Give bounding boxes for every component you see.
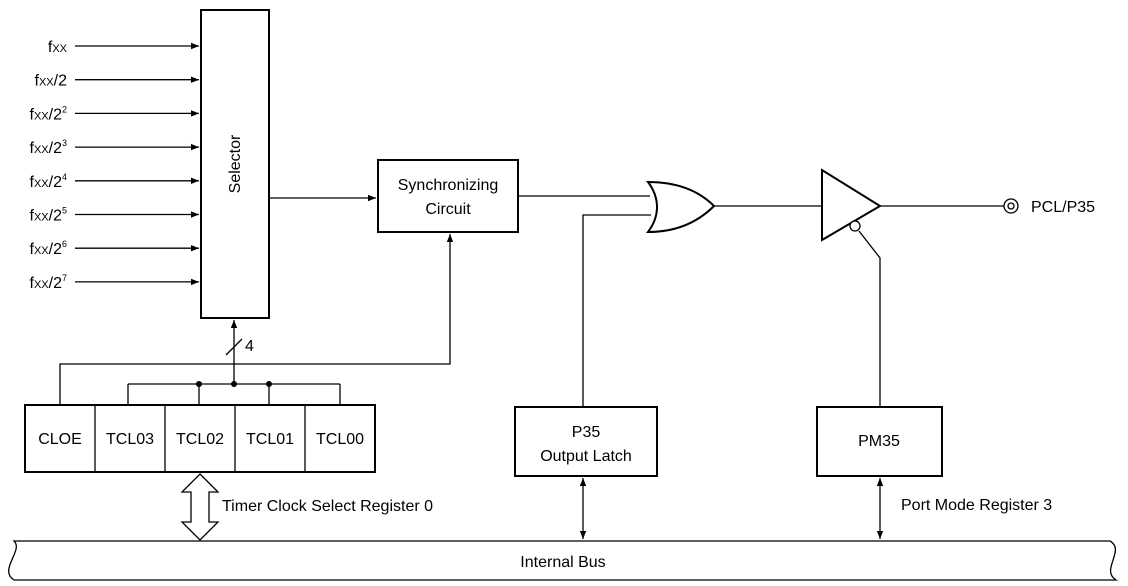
clock-inputs: fXX fXX/2 fXX/22 fXX/23 fXX/24 fXX/25 fXX/26 fX… <box>30 39 199 292</box>
enable-bubble <box>849 220 861 232</box>
register-bus-arrow <box>180 473 220 541</box>
clock-input-label: fXX/2 <box>35 73 68 90</box>
clock-input-7: fXX/27 <box>30 273 199 292</box>
internal-bus-label: Internal Bus <box>520 554 605 571</box>
clock-input-label: fXX/26 <box>30 239 68 258</box>
clock-input-label: fXX/24 <box>30 172 68 191</box>
pm35-to-enable-line <box>858 230 881 407</box>
clock-input-3: fXX/23 <box>30 138 199 157</box>
timer-register-label: Timer Clock Select Register 0 <box>222 498 433 515</box>
clock-input-2: fXX/22 <box>30 104 199 123</box>
clock-input-label: fXX/27 <box>30 273 68 292</box>
port-mode-register-label: Port Mode Register 3 <box>901 497 1052 514</box>
sync-label-line2: Circuit <box>425 201 471 218</box>
clock-input-label: fXX/22 <box>30 104 68 123</box>
cloe-to-sync-arrow <box>59 234 454 405</box>
selector-label: Selector <box>227 134 244 193</box>
register-box <box>24 404 376 473</box>
clock-input-5: fXX/25 <box>30 206 199 225</box>
clock-input-label: fXX/25 <box>30 206 68 225</box>
output-pin-label: PCL/P35 <box>1031 199 1095 216</box>
or-gate <box>646 180 716 234</box>
output-latch-box <box>514 406 658 477</box>
sync-circuit-box <box>377 159 519 233</box>
junction-dot-3 <box>266 381 272 387</box>
latch-to-or-line <box>582 214 651 407</box>
register-cell-cloe: CLOE <box>38 431 82 448</box>
clock-input-label: fXX/23 <box>30 138 68 157</box>
clock-input-1: fXX/2 <box>35 73 199 90</box>
selector-box <box>200 9 270 319</box>
register-cells: CLOE TCL03 TCL02 TCL01 TCL00 <box>38 405 364 472</box>
register-cell-tcl00: TCL00 <box>316 431 364 448</box>
clock-input-6: fXX/26 <box>30 239 199 258</box>
register-cell-tcl03: TCL03 <box>106 431 154 448</box>
latch-label-line2: Output Latch <box>540 448 632 465</box>
bus-width-slash <box>225 338 243 356</box>
pm35-label: PM35 <box>858 433 900 450</box>
pm35-box <box>816 406 943 477</box>
clock-input-0: fXX <box>48 39 199 56</box>
junction-dot-1 <box>196 381 202 387</box>
register-cell-tcl02: TCL02 <box>176 431 224 448</box>
sync-label-line1: Synchronizing <box>398 177 499 194</box>
bus-width-label: 4 <box>245 338 254 355</box>
clock-input-label: fXX <box>48 39 68 56</box>
latch-label-line1: P35 <box>572 424 601 441</box>
clock-input-4: fXX/24 <box>30 172 199 191</box>
pin-inner-icon <box>1007 202 1015 210</box>
internal-bus <box>8 540 1119 581</box>
register-cell-tcl01: TCL01 <box>246 431 294 448</box>
